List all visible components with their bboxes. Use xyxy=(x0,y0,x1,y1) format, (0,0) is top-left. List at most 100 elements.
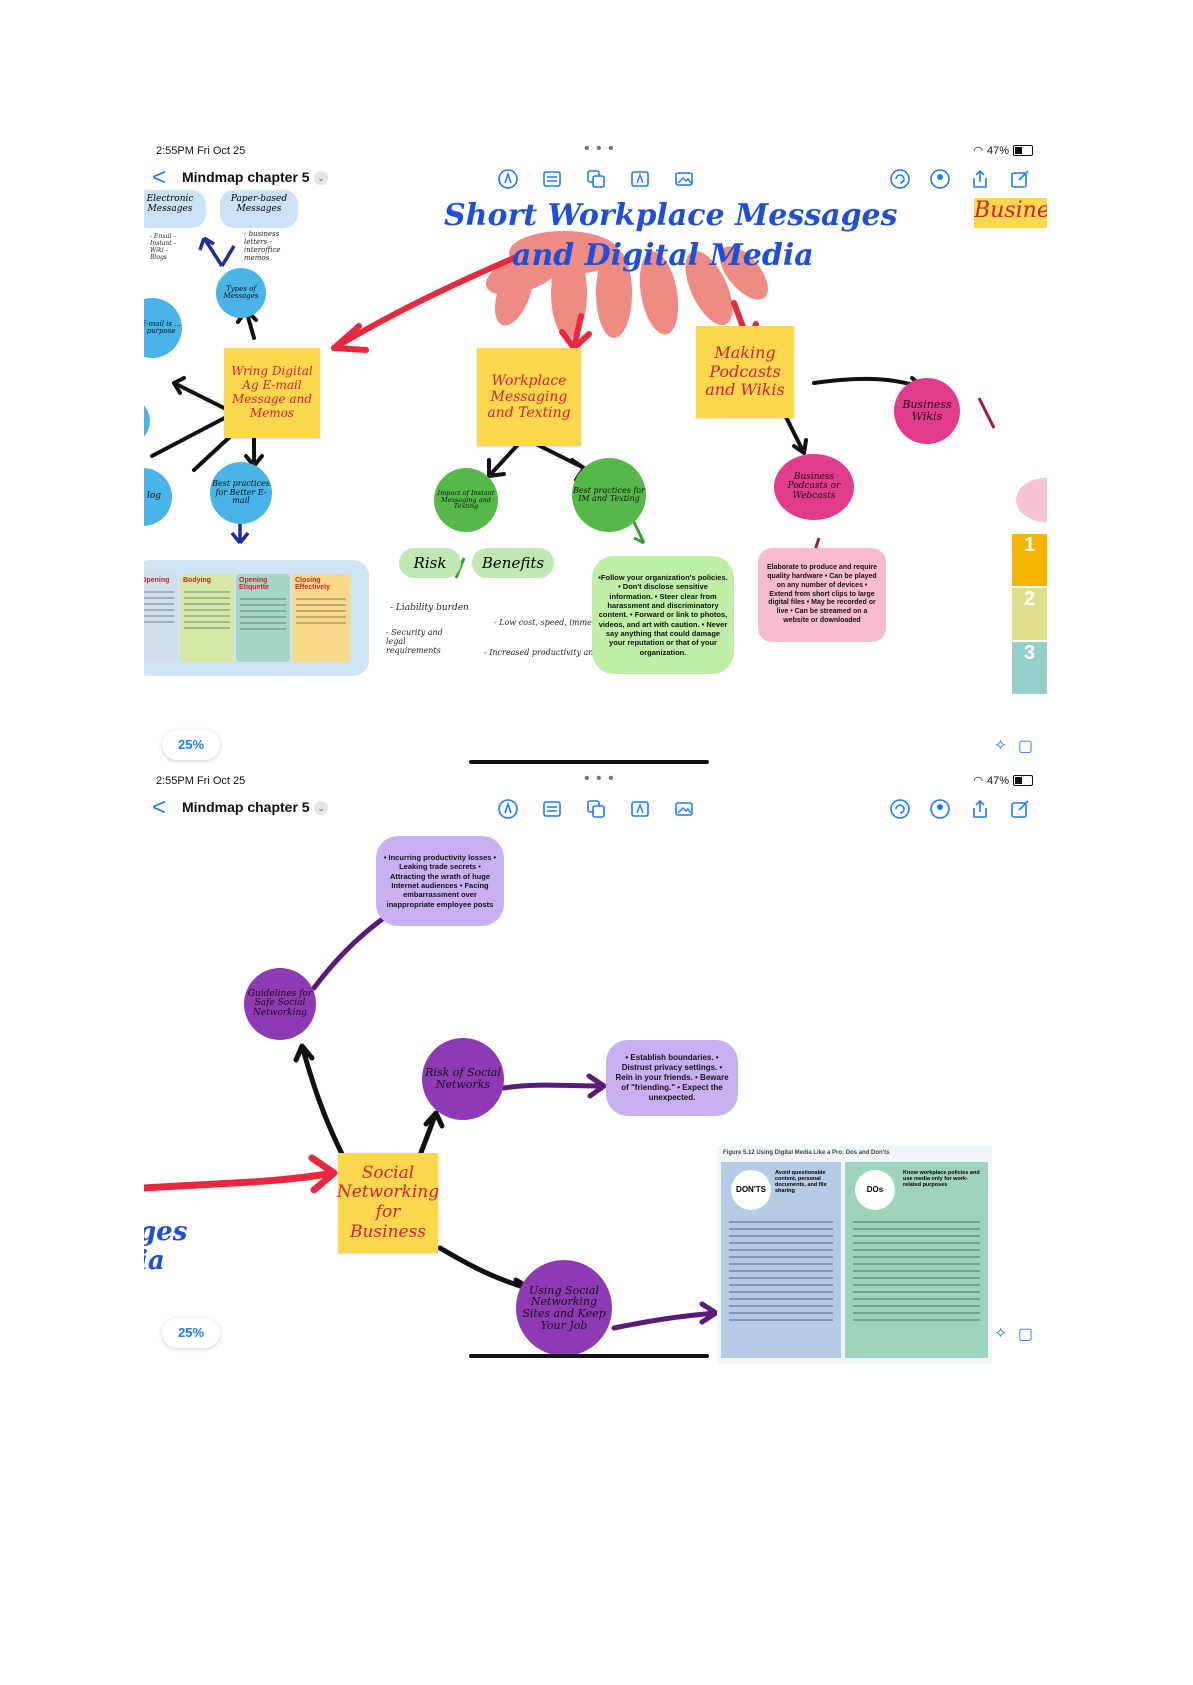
collaborate-icon[interactable] xyxy=(929,168,951,190)
paper-messages-node[interactable]: Paper-based Messages xyxy=(220,190,298,228)
dos-column: DOs Know workplace policies and use medi… xyxy=(845,1162,988,1358)
collaborate-icon[interactable] xyxy=(929,798,951,820)
benefit-item-productivity: - Increased productivity and efficiency xyxy=(484,648,640,657)
mindmap-title-line1: Short Workplace Messages xyxy=(444,198,898,233)
best-im-node[interactable]: Best practices for IM and Texting xyxy=(572,458,646,532)
document-title[interactable]: Mindmap chapter 5 xyxy=(182,169,310,185)
back-icon[interactable]: < xyxy=(152,164,167,191)
risk-social-node[interactable]: Risk of Social Networks xyxy=(422,1038,504,1120)
app-toolbar: < Mindmap chapter 5 ⌄ xyxy=(144,792,1047,828)
benefits-node[interactable]: Benefits xyxy=(472,548,554,578)
mindmap-canvas[interactable]: ges ia • Incurring productivity losses •… xyxy=(144,828,1047,1400)
im-best-practices-note[interactable]: •Follow your organization's policies. • … xyxy=(592,556,734,674)
image-icon[interactable] xyxy=(673,798,695,820)
business-podcasts-node[interactable]: Business Podcasts or Webcasts xyxy=(774,454,854,520)
home-indicator[interactable] xyxy=(469,1354,709,1358)
table-header-opening: Opening xyxy=(144,577,170,584)
image-icon[interactable] xyxy=(673,168,695,190)
connector-icon[interactable]: ⟡ xyxy=(995,736,1006,753)
risk-item-liability: - Liability burden xyxy=(390,603,469,613)
zoom-level-button[interactable]: 25% xyxy=(162,1318,220,1348)
undo-icon[interactable] xyxy=(889,798,911,820)
types-of-messages-node[interactable]: Types of Messages xyxy=(216,268,266,318)
dos-badge: DOs xyxy=(855,1170,895,1210)
chevron-down-icon[interactable]: ⌄ xyxy=(314,171,328,185)
business-wikis-node[interactable]: Business Wikis xyxy=(894,378,960,444)
sticky-social-networking[interactable]: Social Networking for Business xyxy=(337,1153,439,1253)
status-time: 2:55PM Fri Oct 25 xyxy=(156,145,246,157)
electronic-messages-list: - Email - Instant - Wiki - Blogs xyxy=(150,233,176,261)
stack-item-2: 2 xyxy=(1012,588,1047,640)
risk-item-security: - Security and legal requirements xyxy=(386,628,443,655)
table-header-bodying: Bodying xyxy=(183,577,211,584)
pen-icon[interactable] xyxy=(497,798,519,820)
status-bar: 2:55PM Fri Oct 25 • • • ◠ 47% xyxy=(144,140,1047,162)
zoom-level-button[interactable]: 25% xyxy=(162,730,220,760)
chevron-down-icon[interactable]: ⌄ xyxy=(314,801,328,815)
guidelines-note[interactable]: • Incurring productivity losses • Leakin… xyxy=(376,836,504,926)
undo-icon[interactable] xyxy=(889,168,911,190)
select-frame-icon[interactable]: ▢ xyxy=(1017,738,1033,755)
battery-icon xyxy=(1013,145,1033,156)
risk-note[interactable]: • Establish boundaries. • Distrust priva… xyxy=(606,1040,738,1116)
compose-icon[interactable] xyxy=(1009,168,1031,190)
screenshot-top: 2:55PM Fri Oct 25 • • • ◠ 47% < Mindmap … xyxy=(144,140,1047,770)
dos-heading: Know workplace policies and use media on… xyxy=(903,1170,980,1188)
sticky-podcasts-wikis[interactable]: Making Podcasts and Wikis xyxy=(696,326,794,418)
battery-level: 47% xyxy=(986,774,1009,787)
share-icon[interactable] xyxy=(969,798,991,820)
safe-networking-node[interactable]: Guidelines for Safe Social Networking xyxy=(244,968,316,1040)
podcasts-note[interactable]: Elaborate to produce and require quality… xyxy=(758,548,886,642)
battery-icon xyxy=(1013,775,1033,786)
business-sticky-corner[interactable]: Busines xyxy=(974,198,1047,228)
share-icon[interactable] xyxy=(969,168,991,190)
benefit-item-cost: - Low cost, speed, immediacy xyxy=(494,618,614,627)
status-time: 2:55PM Fri Oct 25 xyxy=(156,775,246,787)
donts-column: DON'TS Avoid questionable content, perso… xyxy=(721,1162,841,1358)
electronic-messages-node[interactable]: Electronic Messages xyxy=(144,190,206,228)
shapes-icon[interactable] xyxy=(585,798,607,820)
title-flower xyxy=(485,231,768,338)
table-header-closing: Closing Effectively xyxy=(295,577,331,591)
connector-icon[interactable]: ⟡ xyxy=(995,1324,1006,1341)
pen-icon[interactable] xyxy=(497,168,519,190)
mindmap-canvas[interactable]: Short Workplace Messages and Digital Med… xyxy=(144,190,1047,770)
status-bar: 2:55PM Fri Oct 25 • • • ◠ 47% xyxy=(144,770,1047,792)
screenshot-bottom: 2:55PM Fri Oct 25 • • • ◠ 47% < Mindmap … xyxy=(144,770,1047,1400)
compose-icon[interactable] xyxy=(1009,798,1031,820)
risk-node[interactable]: Risk xyxy=(399,548,461,578)
wifi-icon: ◠ xyxy=(973,145,983,157)
using-social-sites-node[interactable]: Using Social Networking Sites and Keep Y… xyxy=(516,1260,612,1356)
numbered-stack[interactable]: 1 2 3 xyxy=(1012,534,1047,696)
partial-title-text: ges ia xyxy=(144,1217,188,1276)
figure-caption: Figure 5.12 Using Digital Media Like a P… xyxy=(723,1150,890,1156)
multitask-dots[interactable]: • • • xyxy=(584,140,615,157)
sticky-email-memos[interactable]: Wring Digital Ag E-mail Message and Memo… xyxy=(224,348,320,438)
shapes-icon[interactable] xyxy=(585,168,607,190)
app-toolbar: < Mindmap chapter 5 ⌄ xyxy=(144,162,1047,198)
dos-donts-figure[interactable]: Figure 5.12 Using Digital Media Like a P… xyxy=(717,1146,992,1364)
document-title[interactable]: Mindmap chapter 5 xyxy=(182,799,310,815)
select-frame-icon[interactable]: ▢ xyxy=(1017,1326,1033,1343)
sticky-workplace-messaging[interactable]: Workplace Messaging and Texting xyxy=(477,348,581,446)
partial-blue-node[interactable] xyxy=(144,398,150,444)
donts-heading: Avoid questionable content, personal doc… xyxy=(775,1170,827,1194)
impact-im-node[interactable]: Impact of Instant Messaging and Texting xyxy=(434,468,498,532)
donts-badge: DON'TS xyxy=(731,1170,771,1210)
textbox-icon[interactable] xyxy=(629,798,651,820)
textbox-icon[interactable] xyxy=(629,168,651,190)
multitask-dots[interactable]: • • • xyxy=(584,770,615,787)
stack-item-1: 1 xyxy=(1012,534,1047,586)
paper-messages-list: - business letters - interoffice memos xyxy=(244,230,281,262)
text-list-icon[interactable] xyxy=(541,168,563,190)
email-format-table[interactable]: Opening Bodying Opening Etiquette Closin… xyxy=(144,560,369,676)
text-list-icon[interactable] xyxy=(541,798,563,820)
battery-level: 47% xyxy=(986,144,1009,157)
home-indicator[interactable] xyxy=(469,760,709,764)
best-email-node[interactable]: Best practices for Better E-mail xyxy=(210,462,272,524)
table-header-etiquette: Opening Etiquette xyxy=(239,577,269,591)
back-icon[interactable]: < xyxy=(152,794,167,821)
wifi-icon: ◠ xyxy=(973,775,983,787)
mindmap-title-line2: and Digital Media xyxy=(512,238,814,273)
stack-item-3: 3 xyxy=(1012,642,1047,694)
